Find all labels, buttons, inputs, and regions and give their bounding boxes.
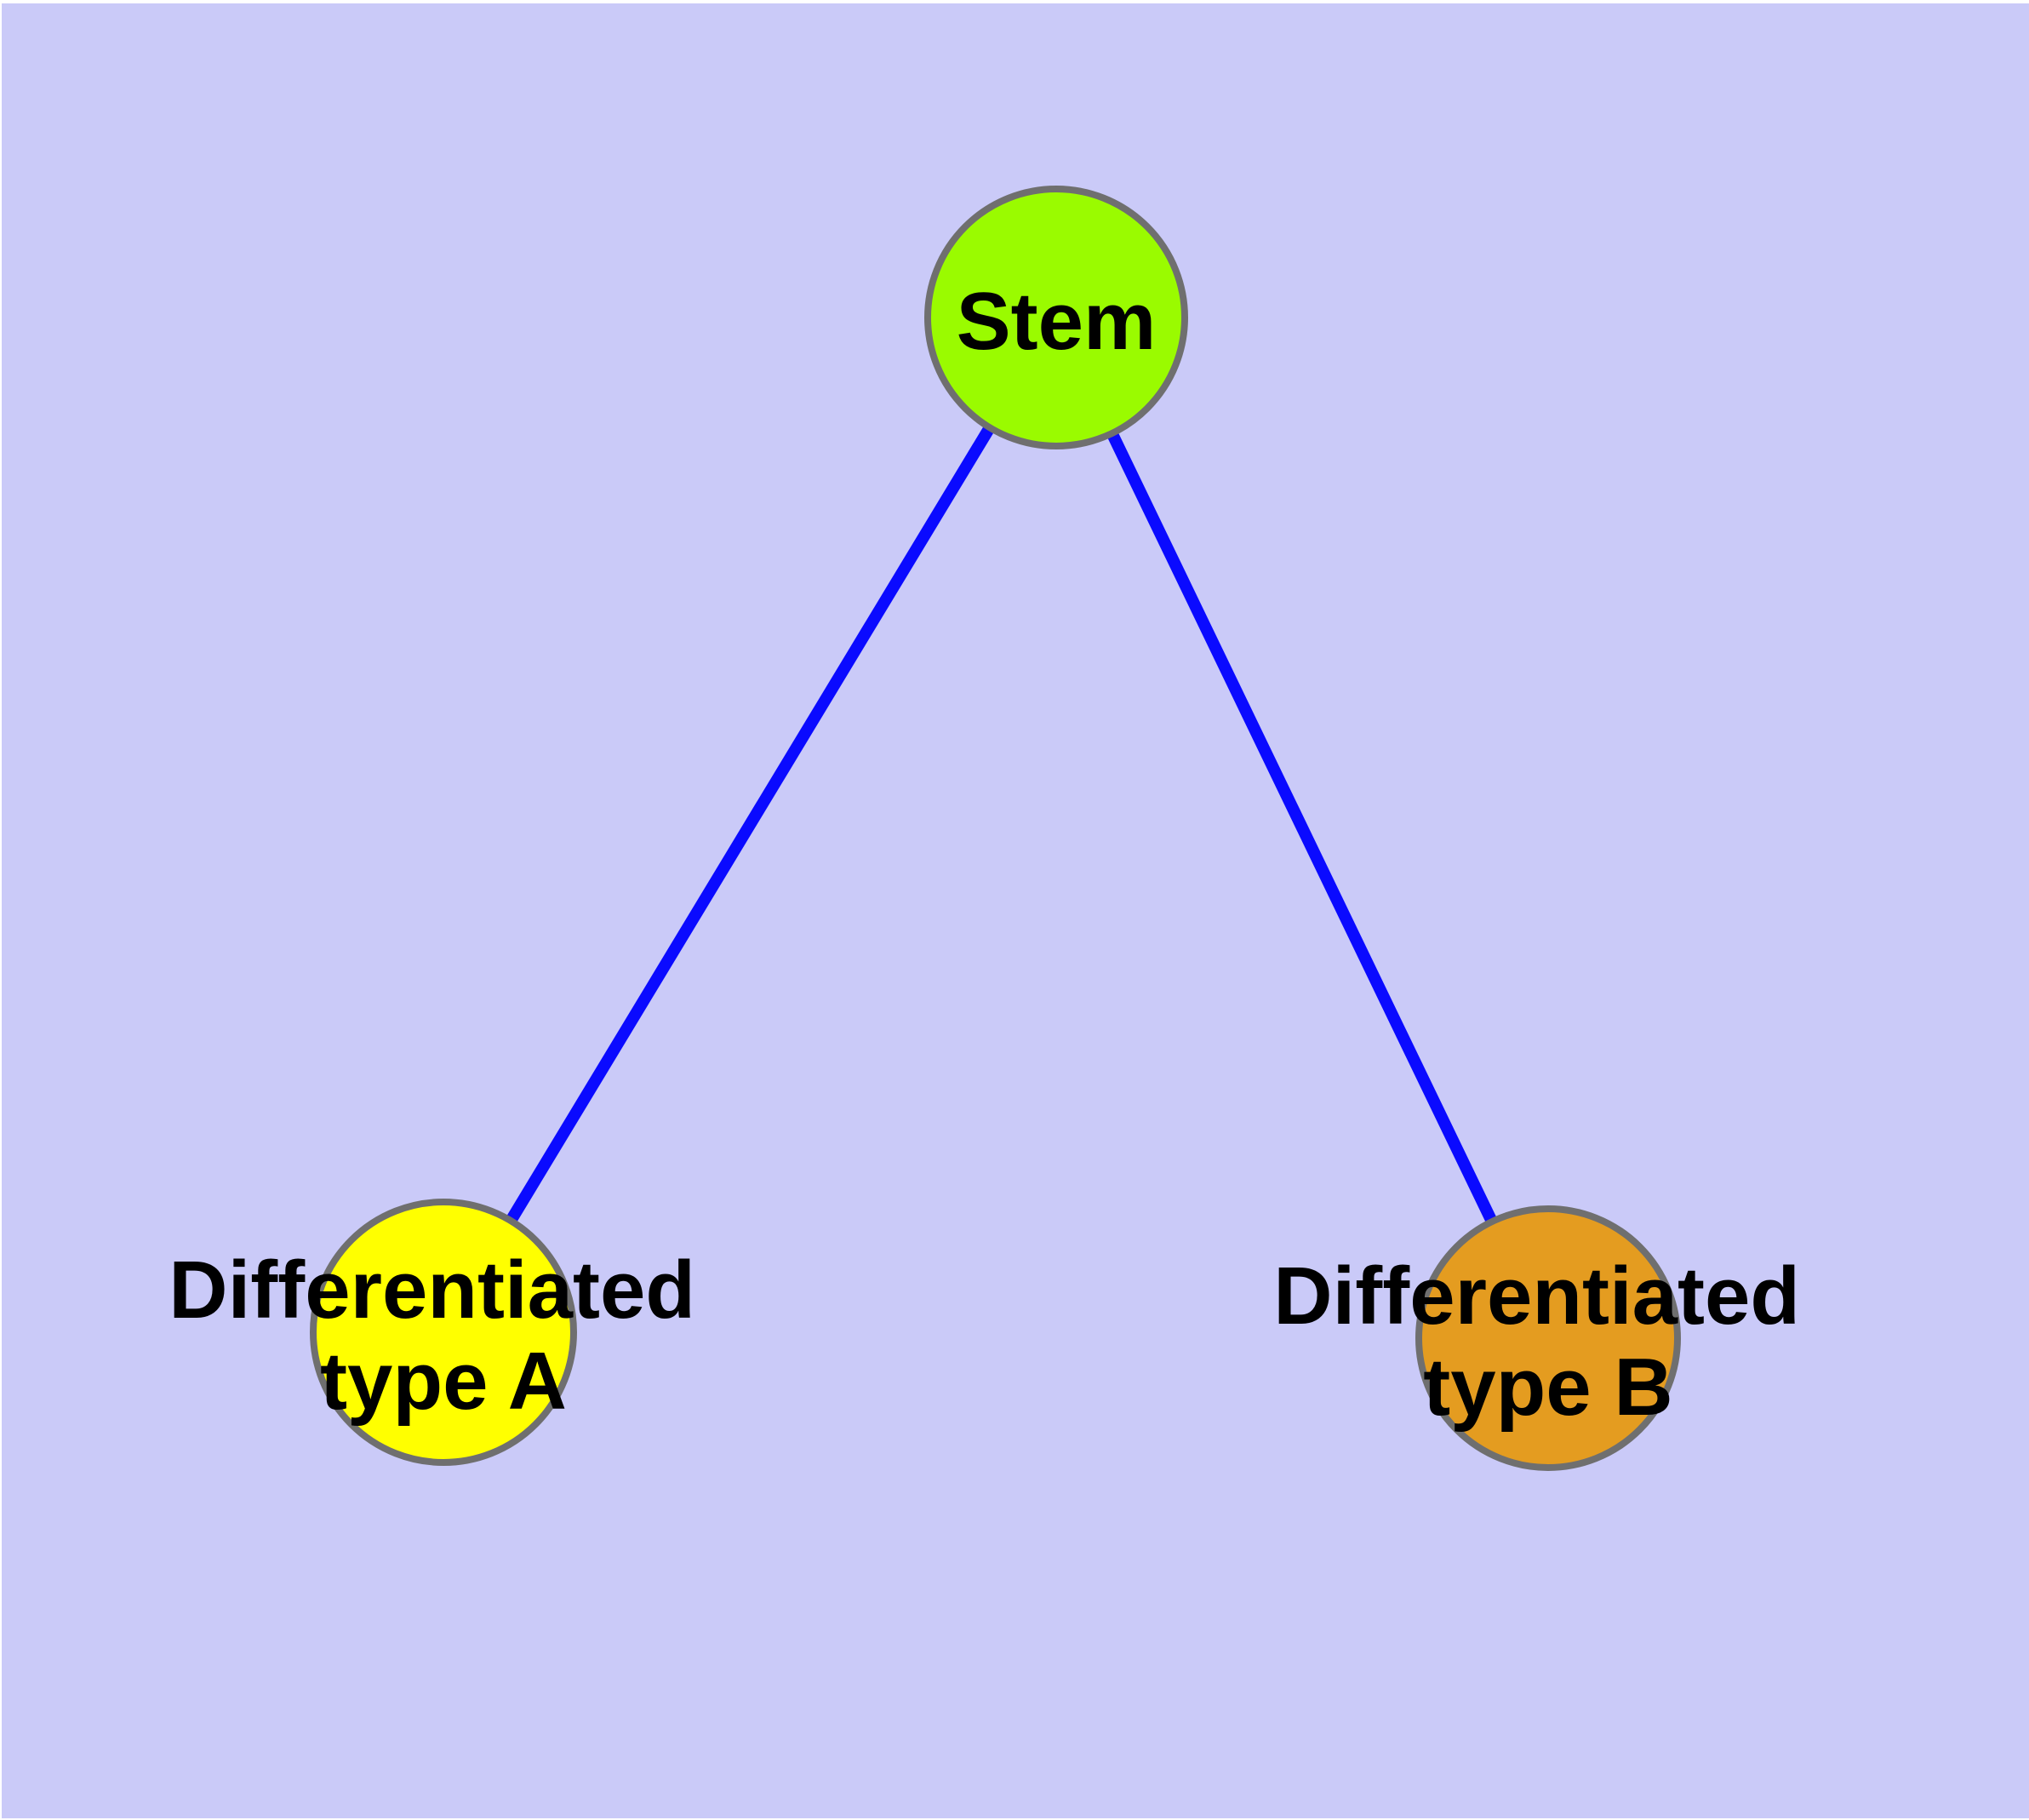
node-differentiated-type-a-label: Differentiated type A: [169, 1245, 717, 1427]
edge-stem-to-type-b: [1050, 314, 1554, 1342]
node-differentiated-type-b-label: Differentiated type B: [1273, 1251, 1822, 1433]
node-differentiated-type-a: Differentiated type A: [169, 1199, 717, 1466]
node-differentiated-type-b-circle: [1415, 1205, 1681, 1471]
edges: [438, 314, 1554, 1342]
node-stem-circle: [924, 186, 1188, 449]
edge-stem-to-type-a: [438, 314, 1061, 1336]
node-differentiated-type-b-label-line2: type B: [1423, 1342, 1672, 1433]
node-differentiated-type-a-circle: [310, 1199, 577, 1466]
node-stem: Stem: [924, 186, 1188, 449]
node-differentiated-type-b-label-line1: Differentiated: [1273, 1251, 1800, 1342]
node-differentiated-type-b: Differentiated type B: [1273, 1205, 1822, 1471]
node-differentiated-type-a-label-line2: type A: [320, 1336, 567, 1427]
node-stem-label: Stem: [957, 276, 1157, 367]
node-differentiated-type-a-label-line1: Differentiated: [169, 1245, 695, 1336]
